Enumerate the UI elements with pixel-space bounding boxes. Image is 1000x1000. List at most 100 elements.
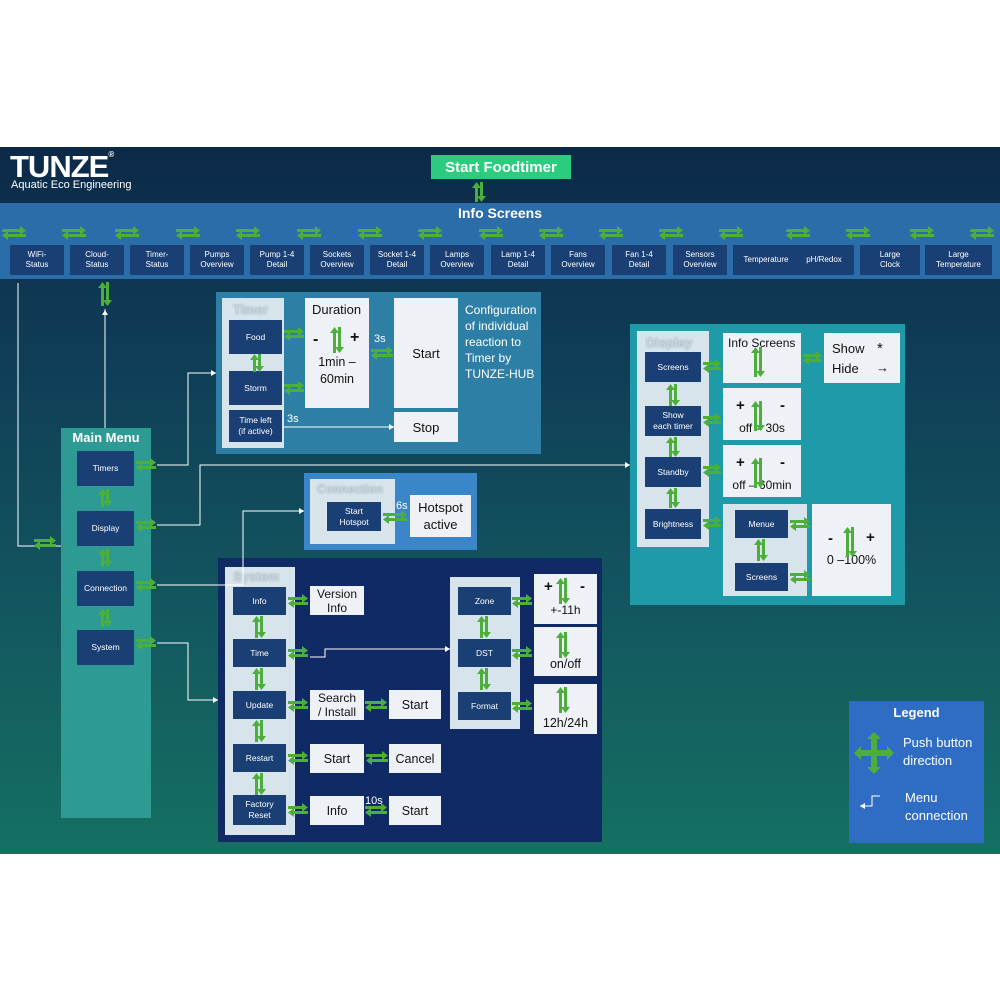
legend-title: Legend	[893, 705, 940, 720]
push-arrow-horizontal	[371, 346, 393, 360]
start-foodtimer-button[interactable]: Start Foodtimer	[431, 155, 571, 179]
push-arrow-horizontal	[136, 518, 156, 532]
duration-title: Duration	[312, 302, 362, 317]
system-time[interactable]: Time	[233, 639, 286, 667]
show-label: Show	[832, 341, 865, 356]
system-restart[interactable]: Restart	[233, 744, 286, 772]
legend-panel	[849, 701, 984, 843]
arrow-head	[102, 310, 108, 315]
timer-food[interactable]: Food	[229, 320, 282, 354]
connection-arrows	[2, 182, 994, 817]
timer-stop[interactable]: Stop	[394, 412, 458, 442]
push-arrow-horizontal	[512, 646, 532, 660]
info-screen-item[interactable]: Temperature	[733, 245, 799, 275]
push-arrow-vertical	[556, 687, 570, 713]
push-arrow-vertical	[477, 616, 491, 638]
brightness-screens[interactable]: Screens	[735, 563, 788, 591]
push-arrow-horizontal	[288, 751, 308, 765]
push-arrow-horizontal	[790, 517, 810, 531]
menu-display[interactable]: Display	[77, 511, 134, 546]
menu-system[interactable]: System	[77, 630, 134, 665]
range-100: 0 –100%	[826, 553, 877, 567]
push-arrow-vertical	[252, 616, 266, 638]
factory-info: Info	[310, 796, 364, 825]
info-bar-arrow	[479, 226, 503, 240]
menu-timers[interactable]: Timers	[77, 451, 134, 486]
push-arrow-horizontal	[136, 578, 156, 592]
time-dst[interactable]: DST	[458, 639, 511, 667]
menu-connection[interactable]: Connection	[77, 571, 134, 606]
display-brightness[interactable]: Brightness	[645, 509, 701, 539]
push-arrow-vertical	[98, 489, 112, 507]
delay-3s-stop: 3s	[287, 413, 299, 425]
display-panel-title: Display	[646, 335, 693, 350]
info-bar-arrow	[659, 226, 683, 240]
info-bar-arrow	[539, 226, 563, 240]
push-arrow-vertical	[252, 668, 266, 690]
info-bar-arrow	[599, 226, 623, 240]
zone-minus: -	[580, 578, 585, 595]
range60-minus: -	[780, 454, 785, 471]
timer-start[interactable]: Start	[394, 298, 458, 408]
timer-storm[interactable]: Storm	[229, 371, 282, 405]
hide-label: Hide	[832, 361, 859, 376]
push-arrow-vertical	[666, 488, 680, 508]
info-screen-item[interactable]: WiFi-Status	[10, 245, 64, 275]
range30-plus: +	[736, 397, 745, 414]
range60-plus: +	[736, 454, 745, 471]
info-bar-arrow	[719, 226, 743, 240]
info-screen-item[interactable]: Cloud-Status	[70, 245, 124, 275]
system-panel-title: System	[233, 569, 280, 584]
push-arrow-horizontal	[288, 646, 308, 660]
brightness-menue[interactable]: Menue	[735, 510, 788, 538]
push-arrow-vertical	[556, 578, 570, 604]
push-arrow-horizontal	[284, 381, 304, 395]
format-options: 12h/24h	[542, 716, 589, 730]
display-screens[interactable]: Screens	[645, 352, 701, 382]
info-screen-item[interactable]: Timer-Status	[130, 245, 184, 275]
push-arrow-horizontal	[803, 351, 822, 365]
update-start[interactable]: Start	[389, 690, 441, 719]
info-bar-arrow	[418, 226, 442, 240]
info-screens-title: Info Screens	[457, 205, 543, 221]
arrow-head	[445, 646, 450, 652]
zone-plus: +	[544, 578, 553, 595]
push-arrow-vertical	[843, 527, 857, 557]
push-arrow-vertical	[98, 609, 112, 627]
restart-start[interactable]: Start	[310, 744, 364, 773]
info-left-line	[17, 283, 61, 547]
display-standby[interactable]: Standby	[645, 457, 701, 487]
info-bar-arrow	[970, 226, 994, 240]
info-screen-item[interactable]: pH/Redox	[794, 245, 854, 275]
system-update[interactable]: Update	[233, 691, 286, 719]
push-arrow-horizontal	[703, 413, 721, 427]
arrow-head	[860, 803, 865, 809]
system-info[interactable]: Info	[233, 587, 286, 615]
timer-time-left[interactable]: Time left(if active)	[229, 410, 282, 442]
display-to-display-line	[157, 464, 630, 526]
connection-line	[157, 510, 304, 586]
system-line	[157, 642, 218, 701]
factory-start[interactable]: Start	[389, 796, 441, 825]
push-arrow-vertical	[666, 384, 680, 406]
restart-cancel[interactable]: Cancel	[389, 744, 441, 773]
time-format[interactable]: Format	[458, 692, 511, 720]
time-zone[interactable]: Zone	[458, 587, 511, 615]
duration-range: 1min –60min	[318, 355, 356, 386]
